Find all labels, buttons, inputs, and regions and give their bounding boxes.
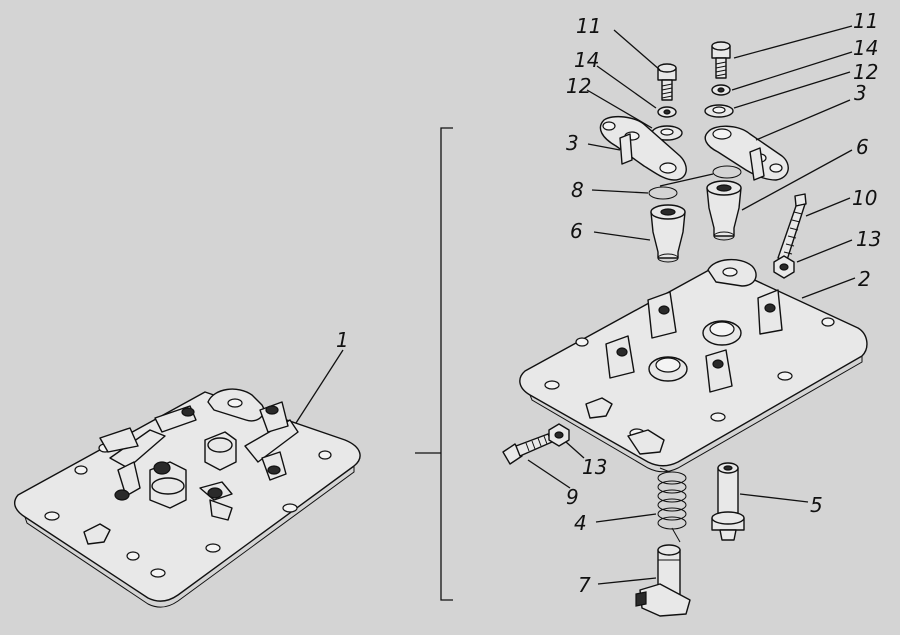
label-10: 10 (852, 186, 877, 210)
label-3-right: 3 (854, 81, 867, 105)
shaft-7 (635, 544, 691, 617)
ring-8 (648, 165, 742, 200)
bushing-6-right (706, 180, 742, 241)
nut-13-rod (773, 255, 795, 279)
label-1: 1 (336, 328, 349, 352)
washer-14-left (657, 106, 677, 118)
label-4: 4 (574, 511, 587, 535)
label-9: 9 (566, 485, 579, 509)
label-12-left: 12 (566, 74, 591, 98)
label-6-left: 6 (570, 219, 583, 243)
label-11-right: 11 (853, 9, 878, 33)
label-13: 13 (582, 455, 607, 479)
pin-5 (711, 462, 745, 541)
label-6-right: 6 (856, 135, 869, 159)
washer-12-right (704, 104, 734, 118)
label-14-left: 14 (574, 48, 599, 72)
spring-4 (657, 467, 687, 543)
nut-13 (548, 423, 570, 447)
lever-3-left (599, 115, 687, 181)
bolt-11-right (711, 41, 731, 79)
bushing-6-left (650, 204, 686, 263)
assembled-unit (13, 388, 361, 608)
bolt-11-left (657, 63, 677, 101)
label-11-left: 11 (576, 14, 601, 38)
rod-10 (777, 193, 807, 261)
label-7: 7 (578, 573, 591, 597)
label-12-right: 12 (853, 60, 878, 84)
label-14-right: 14 (853, 36, 878, 60)
label-5: 5 (810, 493, 823, 517)
base-plate (519, 259, 868, 473)
bolt-9 (502, 433, 553, 465)
label-8: 8 (571, 178, 584, 202)
label-13-rod: 13 (856, 227, 881, 251)
label-3-left: 3 (566, 131, 579, 155)
lever-3-right (704, 125, 789, 181)
label-2: 2 (858, 267, 871, 291)
divider-bracket (415, 127, 453, 601)
washer-14-right (711, 84, 731, 96)
